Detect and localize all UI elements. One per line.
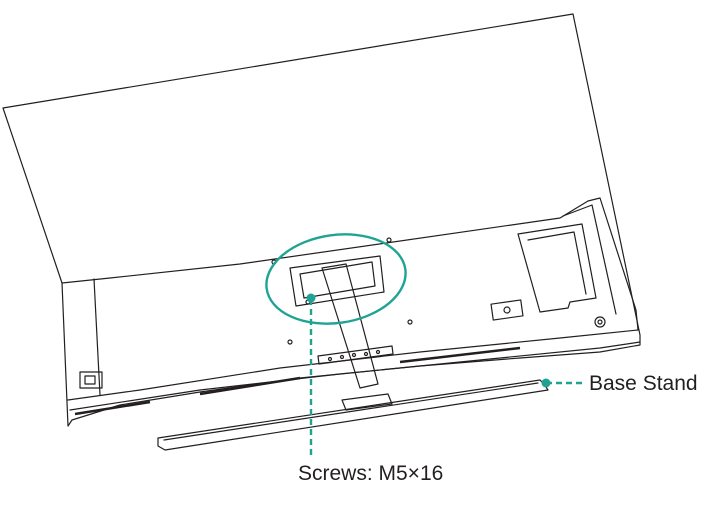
power-port: [490, 299, 524, 321]
side-screw-right: [594, 316, 606, 328]
mount-hole: [407, 319, 413, 325]
control-button: [351, 352, 357, 358]
rear-housing-outline: [61, 197, 639, 331]
screws-leader-dot: [306, 293, 316, 303]
control-button-strip: [317, 345, 394, 365]
rear-housing-bottom-lip: [69, 341, 641, 411]
side-screw-right-inner: [597, 319, 603, 325]
connector-bay-inner: [527, 231, 587, 295]
stand-neck: [321, 263, 379, 389]
control-button: [327, 356, 333, 362]
left-port-inner: [84, 375, 96, 385]
stand-bracket-plate: [289, 255, 385, 307]
control-button: [375, 349, 381, 355]
control-button: [363, 351, 369, 357]
screws-label: Screws: M5×16: [298, 462, 444, 485]
screw-area-highlight: [265, 233, 407, 325]
rear-housing-left-step: [93, 278, 101, 396]
connector-bay: [517, 223, 597, 313]
base-stand-foot-top: [163, 382, 539, 441]
base-stand-joint: [341, 393, 393, 411]
rear-housing-right-step: [562, 204, 617, 315]
mount-hole: [386, 237, 392, 243]
mount-hole: [287, 339, 293, 345]
base-stand-leader-dot: [541, 378, 551, 388]
base-stand-foot: [157, 379, 549, 451]
vent-grille-center: [199, 376, 301, 396]
base-stand-label: Base Stand: [589, 372, 698, 395]
power-port-pin: [503, 306, 511, 314]
stand-bracket-inner: [299, 261, 376, 299]
control-button: [339, 354, 345, 360]
left-port: [79, 371, 103, 389]
vent-grille-right: [399, 346, 521, 364]
vent-grille-left: [74, 400, 151, 416]
